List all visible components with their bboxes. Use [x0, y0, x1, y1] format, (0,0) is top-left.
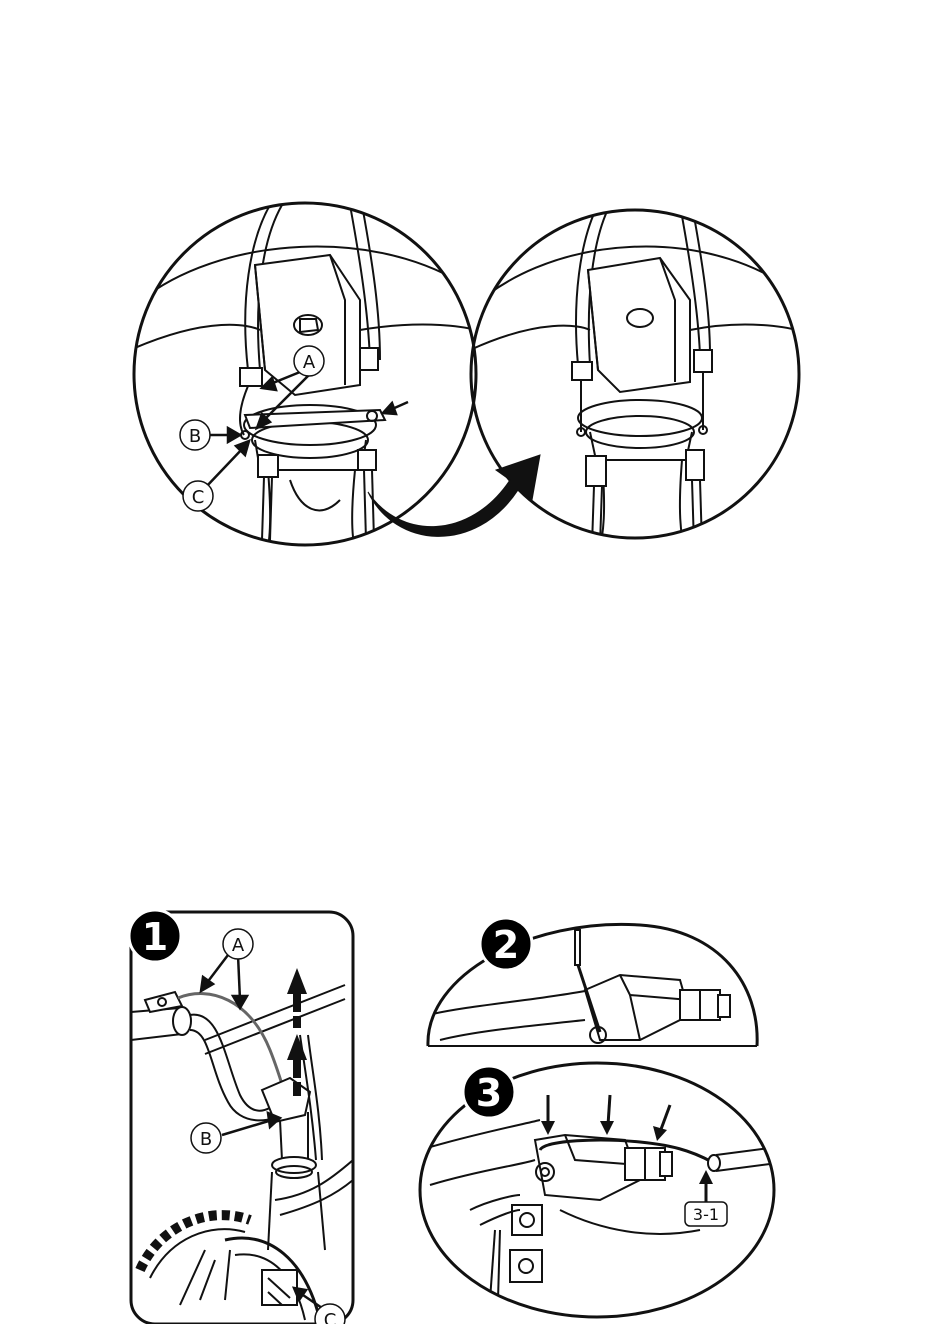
callout-b-label: B: [189, 426, 201, 447]
step3-badge-label: 3: [476, 1071, 502, 1115]
before-detail-circle: [120, 203, 490, 560]
after-detail-circle: [460, 205, 810, 555]
callout-c-label: C: [192, 487, 205, 508]
step3-panel: 3 3-1: [420, 1063, 774, 1317]
step1-callout-a-label: A: [232, 935, 245, 956]
transition-arrow: [368, 455, 540, 536]
step2-panel: 2: [428, 918, 757, 1046]
step3-badge: 3: [463, 1066, 515, 1118]
step1-panel: 1 A B C: [129, 910, 353, 1324]
callout-b: B: [180, 420, 210, 450]
top-figure: A B C: [120, 203, 810, 560]
step1-callout-b-label: B: [200, 1129, 212, 1150]
callout-a: A: [294, 346, 324, 376]
step2-badge-label: 2: [493, 923, 519, 967]
step1-badge-label: 1: [142, 915, 168, 959]
step3-ref-label: 3-1: [693, 1205, 719, 1224]
step1-callout-b: B: [191, 1123, 221, 1153]
step1-callout-c-label: C: [324, 1310, 337, 1324]
step1-badge: 1: [129, 910, 181, 962]
callout-a-label: A: [303, 352, 316, 373]
step3-ref-tag: 3-1: [685, 1202, 727, 1226]
step1-callout-a: A: [223, 929, 253, 959]
callout-c: C: [183, 481, 213, 511]
step2-badge: 2: [480, 918, 532, 970]
